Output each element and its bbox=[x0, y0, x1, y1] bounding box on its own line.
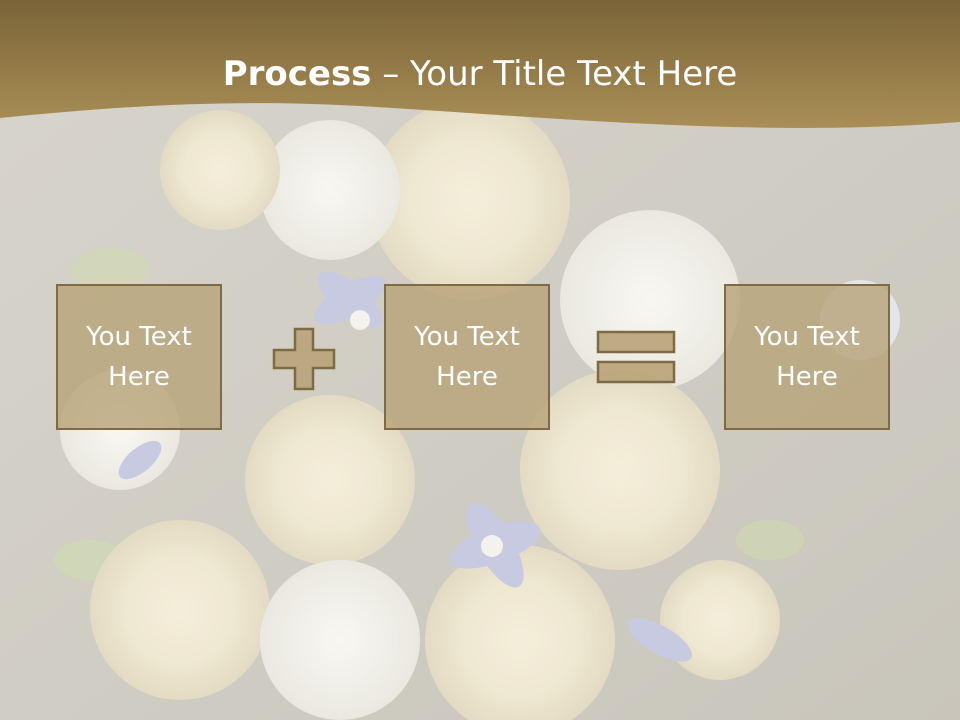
title-rest: – Your Title Text Here bbox=[371, 54, 738, 94]
process-box-line: Here bbox=[436, 362, 498, 392]
process-box-text: You Text Here bbox=[392, 317, 542, 397]
process-box-3[interactable]: You Text Here bbox=[724, 284, 890, 430]
process-box-text: You Text Here bbox=[732, 317, 882, 397]
equals-icon bbox=[596, 330, 676, 384]
process-box-2[interactable]: You Text Here bbox=[384, 284, 550, 430]
title-bold: Process bbox=[222, 54, 372, 94]
page-title: Process – Your Title Text Here bbox=[0, 52, 960, 96]
process-box-line: Here bbox=[776, 362, 838, 392]
plus-icon bbox=[272, 327, 336, 391]
process-box-1[interactable]: You Text Here bbox=[56, 284, 222, 430]
process-box-line: You Text bbox=[86, 322, 192, 352]
process-box-text: You Text Here bbox=[64, 317, 214, 397]
process-box-line: You Text bbox=[754, 322, 860, 352]
process-box-line: You Text bbox=[414, 322, 520, 352]
process-box-line: Here bbox=[108, 362, 170, 392]
title-banner bbox=[0, 0, 960, 128]
